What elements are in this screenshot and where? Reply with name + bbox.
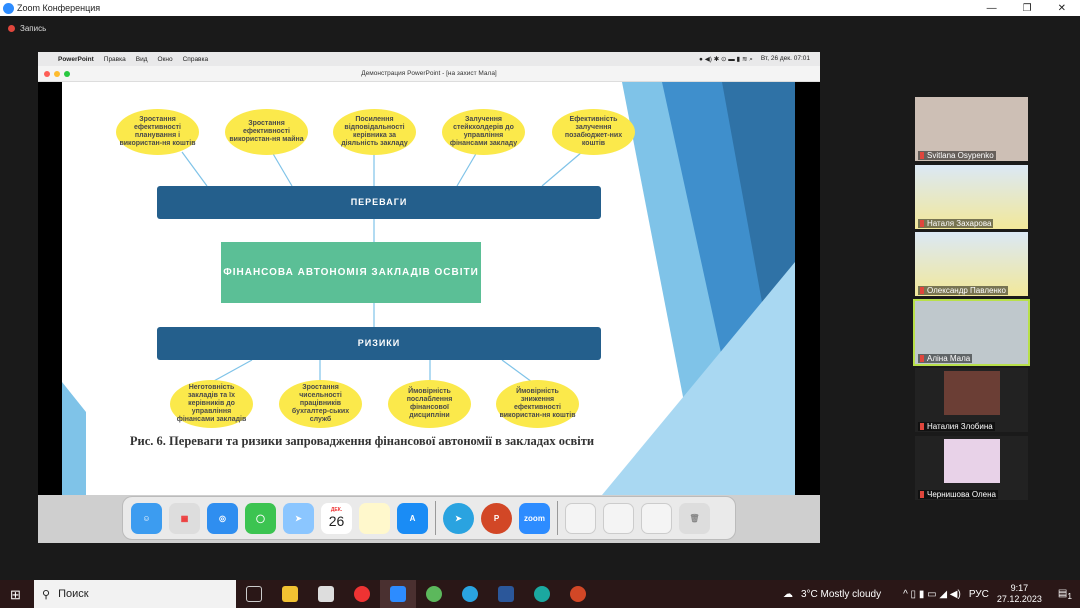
mac-dock: ☺ ▦ ◎ ◯ ➤ ДЕК.26 A ➤ P zoom 🗑 xyxy=(122,496,736,540)
minimize-dot-icon[interactable] xyxy=(54,71,60,77)
windows-start-icon[interactable]: ⊞ xyxy=(10,587,21,602)
notifications-icon[interactable]: ▤1 xyxy=(1057,587,1072,601)
participant-tile[interactable]: Олександр Павленко xyxy=(915,232,1028,296)
risk-bubble: Ймовірність послаблення фінансової дисци… xyxy=(388,380,471,428)
participant-name: Наталя Захарова xyxy=(918,219,994,228)
document-icon[interactable] xyxy=(603,502,634,534)
participant-name: Svitlana Osypenko xyxy=(918,151,996,160)
search-placeholder: Поиск xyxy=(58,588,89,600)
chrome-icon[interactable] xyxy=(344,586,380,602)
ppt-window-title: Демонстрация PowerPoint - [на захист Мал… xyxy=(38,66,820,82)
explorer-icon[interactable] xyxy=(272,586,308,602)
maps-icon[interactable]: ➤ xyxy=(283,502,314,534)
advantage-bubble: Зростання ефективності планування і вико… xyxy=(116,109,199,155)
maximize-button[interactable]: ❐ xyxy=(1022,2,1032,14)
risk-bubble: Ймовірність зниження ефективності викори… xyxy=(496,380,579,428)
shared-screen: PowerPoint Правка Вид Окно Справка ● ◀) … xyxy=(38,52,820,543)
zoom-dot-icon[interactable] xyxy=(64,71,70,77)
document-icon[interactable] xyxy=(641,502,672,534)
record-icon xyxy=(8,25,15,32)
status-icons: ● ◀) ✱ ⊙ ▬ ▮ ≋ ⌕ xyxy=(699,55,753,63)
slide: Зростання ефективності планування і вико… xyxy=(62,82,795,495)
word-icon[interactable] xyxy=(488,586,524,602)
window-title-text: Демонстрация PowerPoint - [на захист Мал… xyxy=(361,70,497,77)
mac-menu-bar: PowerPoint Правка Вид Окно Справка ● ◀) … xyxy=(38,52,820,66)
calendar-icon[interactable]: ДЕК.26 xyxy=(321,502,352,534)
windows-taskbar: ⊞ ⚲ Поиск ☁ 3°C Mostly cloudy ^ ▯ ▮ ▭ ◢ ◀… xyxy=(0,580,1080,608)
participant-tile[interactable]: Наталя Захарова xyxy=(915,165,1028,229)
risks-bar: РИЗИКИ xyxy=(157,327,601,360)
participant-name: Олександр Павленко xyxy=(918,286,1008,295)
zoom-app-icon[interactable]: zoom xyxy=(519,502,550,534)
weather-text[interactable]: 3°C Mostly cloudy xyxy=(800,588,882,600)
messages-icon[interactable]: ◯ xyxy=(245,502,276,534)
risk-bubble: Неготовність закладів та їх керівників д… xyxy=(170,380,253,428)
document-icon[interactable] xyxy=(565,502,596,534)
edge-icon[interactable] xyxy=(524,586,560,602)
trash-icon[interactable]: 🗑 xyxy=(679,502,710,534)
participant-tile-active[interactable]: Аліна Мала xyxy=(913,299,1030,366)
advantages-bar: ПЕРЕВАГИ xyxy=(157,186,601,219)
date: 27.12.2023 xyxy=(996,594,1042,604)
zoom-taskbar-icon[interactable] xyxy=(380,580,416,608)
tray-icons[interactable]: ^ ▯ ▮ ▭ ◢ ◀) xyxy=(903,588,961,600)
window-title: Zoom Конференция xyxy=(17,3,101,13)
participant-name: Чернишова Олена xyxy=(918,490,998,499)
search-icon: ⚲ xyxy=(42,588,51,601)
safari-icon[interactable]: ◎ xyxy=(207,502,238,534)
advantage-bubble: Ефективність залучення позабюджет-них ко… xyxy=(552,109,635,155)
participant-tile[interactable]: Наталия Злобина xyxy=(915,368,1028,432)
dock-separator xyxy=(435,501,436,535)
advantage-bubble: Залучення стейкхолдерів до управління фі… xyxy=(442,109,525,155)
telegram-taskbar-icon[interactable] xyxy=(452,586,488,602)
app-store-icon[interactable]: A xyxy=(397,502,428,534)
zoom-logo-icon xyxy=(3,2,14,14)
close-dot-icon[interactable] xyxy=(44,71,50,77)
weather-icon: ☁ xyxy=(782,588,793,600)
calendar-day: 26 xyxy=(328,513,345,529)
task-view-icon[interactable] xyxy=(236,586,272,602)
powerpoint-icon[interactable]: P xyxy=(481,502,512,534)
taskbar-search[interactable]: ⚲ Поиск xyxy=(34,580,236,608)
minimize-button[interactable]: — xyxy=(986,2,997,14)
risk-bubble: Зростання чисельності працівників бухгал… xyxy=(279,380,362,428)
close-button[interactable]: ✕ xyxy=(1057,2,1066,14)
launchpad-icon[interactable]: ▦ xyxy=(169,502,200,534)
zoom-title-bar: Zoom Конференция — ❐ ✕ xyxy=(0,0,1080,16)
time: 9:17 xyxy=(1010,583,1029,593)
menu-edit[interactable]: Правка xyxy=(103,55,126,63)
menu-help[interactable]: Справка xyxy=(182,55,209,63)
menu-window[interactable]: Окно xyxy=(157,55,173,63)
finder-icon[interactable]: ☺ xyxy=(131,502,162,534)
powerpoint-taskbar-icon[interactable] xyxy=(560,586,596,602)
language-indicator[interactable]: РУС xyxy=(968,588,989,600)
participant-tile[interactable]: Svitlana Osypenko xyxy=(915,97,1028,161)
notification-count: 1 xyxy=(1067,590,1072,601)
telegram-icon[interactable]: ➤ xyxy=(443,502,474,534)
participant-name: Аліна Мала xyxy=(918,354,973,363)
participant-name: Наталия Злобина xyxy=(918,422,995,431)
figure-caption: Рис. 6. Переваги та ризики запровадження… xyxy=(129,434,595,448)
slide-background xyxy=(62,82,795,495)
notes-icon[interactable] xyxy=(359,502,390,534)
system-tray: ☁ 3°C Mostly cloudy ^ ▯ ▮ ▭ ◢ ◀) РУС 9:1… xyxy=(783,583,1080,605)
advantage-bubble: Зростання ефективності використан-ня май… xyxy=(225,109,308,155)
advantage-bubble: Посилення відповідальності керівника за … xyxy=(333,109,416,155)
menu-app[interactable]: PowerPoint xyxy=(58,55,94,63)
center-box: ФІНАНСОВА АВТОНОМІЯ ЗАКЛАДІВ ОСВІТИ xyxy=(221,242,481,303)
store-icon[interactable] xyxy=(308,586,344,602)
menu-view[interactable]: Вид xyxy=(135,55,148,63)
recording-label: Запись xyxy=(20,24,47,33)
mac-clock: Вт, 26 дек. 07:01 xyxy=(760,54,810,62)
dock-separator xyxy=(557,501,558,535)
participant-tile[interactable]: Чернишова Олена xyxy=(915,436,1028,500)
calendar-month: ДЕК. xyxy=(330,507,343,513)
dock-area: ☺ ▦ ◎ ◯ ➤ ДЕК.26 A ➤ P zoom 🗑 xyxy=(38,495,820,543)
utorrent-icon[interactable] xyxy=(416,586,452,602)
recording-indicator[interactable]: Запись xyxy=(8,24,46,33)
